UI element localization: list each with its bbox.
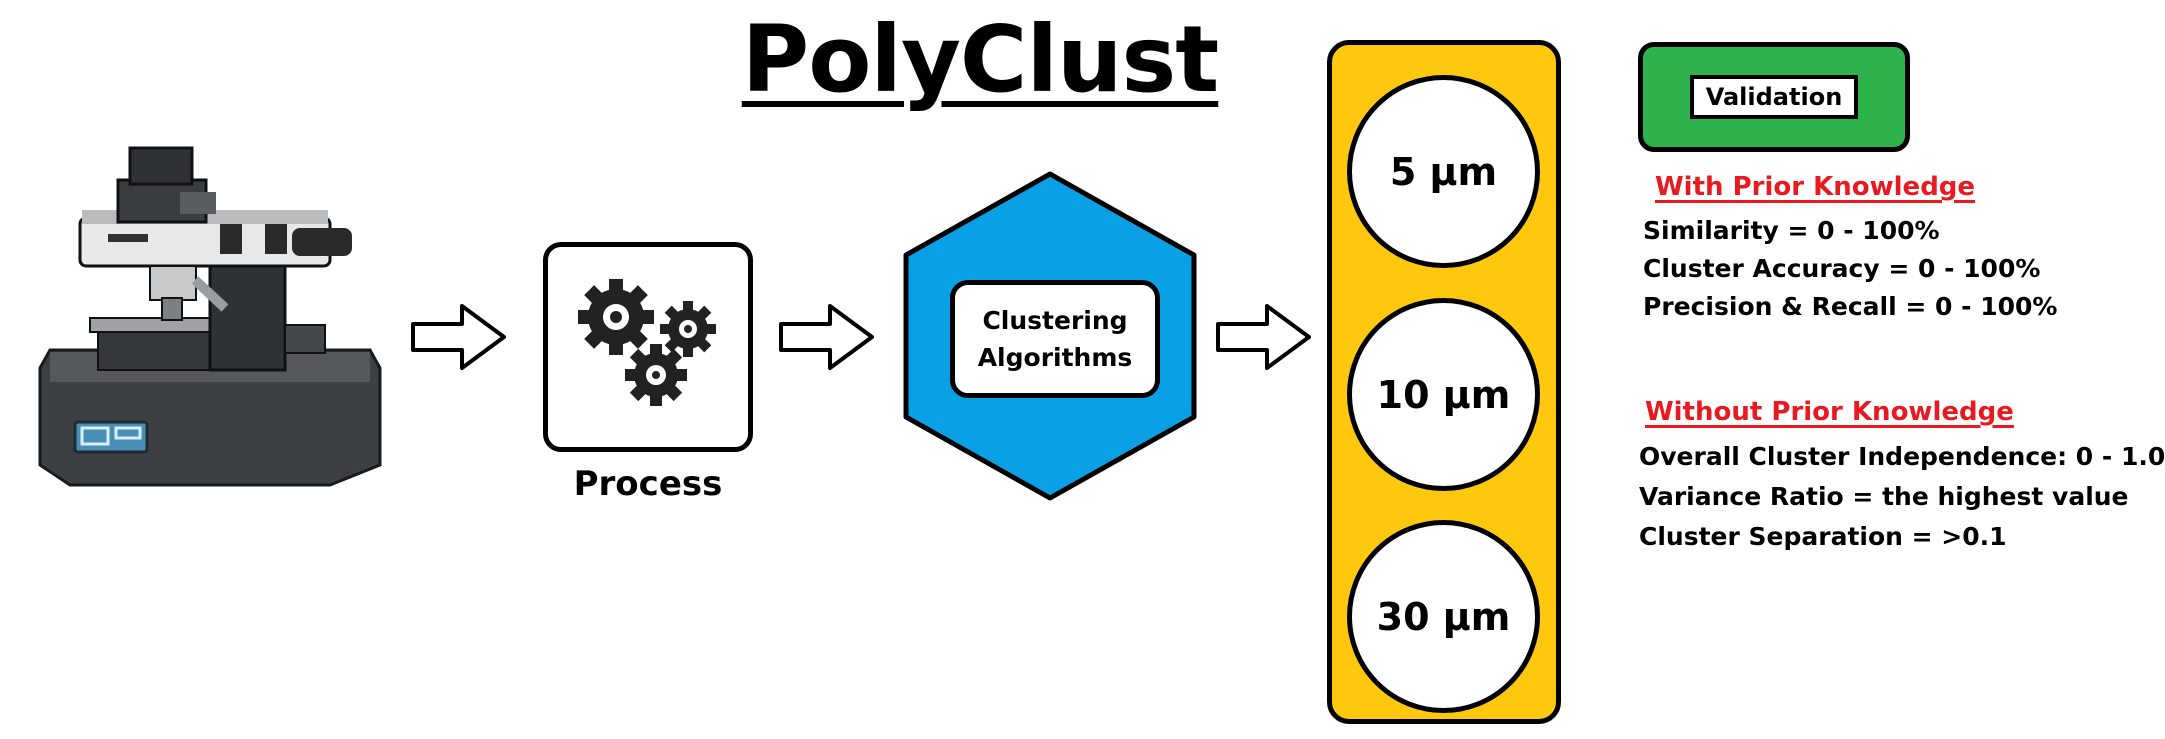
with-prior-heading: With Prior Knowledge — [1655, 172, 1976, 202]
without-prior-heading: Without Prior Knowledge — [1645, 397, 2014, 427]
metric-cluster-separation: Cluster Separation = >0.1 — [1639, 522, 2007, 551]
size-circle-5um: 5 μm — [1347, 75, 1540, 268]
metric-cluster-accuracy: Cluster Accuracy = 0 - 100% — [1643, 254, 2041, 283]
process-box — [543, 242, 753, 452]
metric-overall-cluster-independence: Overall Cluster Independence: 0 - 1.0 — [1639, 442, 2165, 471]
clustering-line-1: Clustering — [982, 306, 1128, 335]
page-title: PolyClust — [741, 6, 1219, 113]
metric-precision-recall: Precision & Recall = 0 - 100% — [1643, 292, 2058, 321]
metric-similarity: Similarity = 0 - 100% — [1643, 216, 1940, 245]
validation-label: Validation — [1690, 75, 1858, 119]
gears-icon — [578, 279, 716, 406]
microscope-icon — [38, 146, 382, 487]
size-circle-10um: 10 μm — [1347, 298, 1540, 491]
arrow-right-icon — [1216, 304, 1311, 370]
clustering-line-2: Algorithms — [977, 343, 1133, 372]
clustering-algorithms-box: Clustering Algorithms — [950, 280, 1160, 398]
size-column: 5 μm 10 μm 30 μm — [1327, 40, 1561, 724]
validation-box: Validation — [1638, 42, 1910, 152]
arrow-right-icon — [779, 304, 874, 370]
arrow-right-icon — [411, 304, 506, 370]
process-label: Process — [573, 464, 723, 504]
metric-variance-ratio: Variance Ratio = the highest value — [1639, 482, 2129, 511]
size-circle-30um: 30 μm — [1347, 520, 1540, 713]
